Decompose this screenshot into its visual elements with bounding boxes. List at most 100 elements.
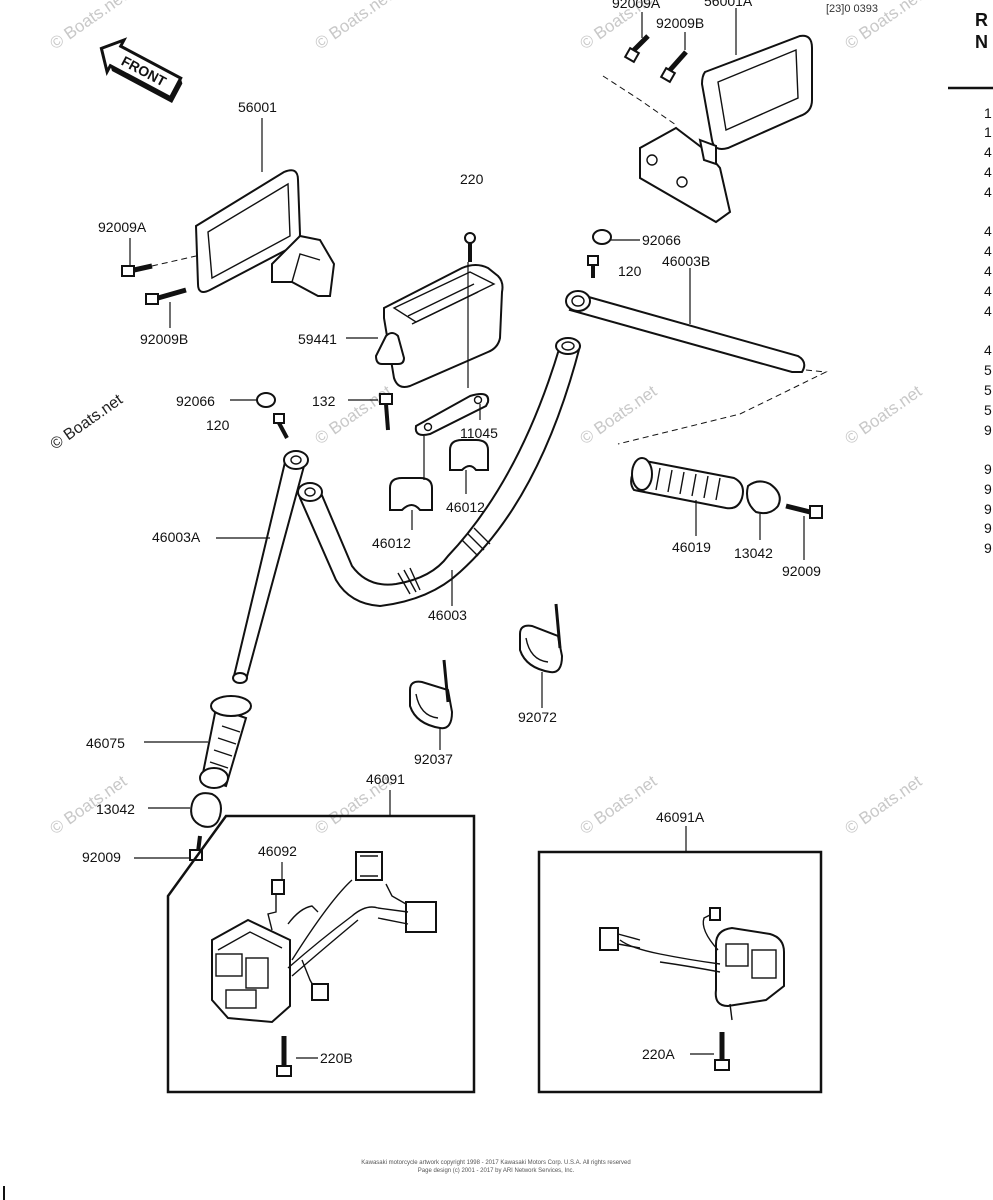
label-220b: 220B: [320, 1050, 353, 1066]
bolt-220[interactable]: [464, 232, 476, 262]
ref-digit: 9: [984, 422, 992, 438]
cable-tie-92037[interactable]: [409, 659, 454, 730]
handlebar-46003b[interactable]: [565, 290, 806, 373]
dashed-guide: [151, 255, 197, 267]
handlebar-cover-59441[interactable]: [374, 264, 504, 388]
front-arrow: FRONT: [99, 37, 183, 103]
label-92009b-top: 92009B: [656, 15, 704, 31]
label-46003b: 46003B: [662, 253, 710, 269]
label-92009a-top: 92009A: [612, 0, 661, 11]
knurl-mark: [397, 567, 421, 595]
handlebar-46003[interactable]: [297, 337, 582, 608]
dashed-guide: [602, 75, 677, 126]
grip-46075[interactable]: [199, 695, 252, 789]
switch-housing-46091[interactable]: [211, 851, 437, 1024]
handlebar-46003a[interactable]: [232, 450, 309, 684]
label-11045: 11045: [460, 425, 498, 441]
label-46012-left: 46012: [372, 535, 411, 551]
label-92066-right: 92066: [642, 232, 681, 248]
watermark: © Boats.net: [311, 381, 395, 448]
diagram-code: [23]0 0393: [826, 3, 878, 15]
ref-header-line: R: [975, 10, 988, 30]
holder-46012-right[interactable]: [449, 439, 489, 471]
bolt-92009a-top[interactable]: [623, 34, 650, 64]
bolt-220b[interactable]: [276, 1036, 292, 1077]
label-120-left: 120: [206, 417, 230, 433]
ref-digit: 9: [984, 540, 992, 556]
label-59441: 59441: [298, 331, 337, 347]
label-56001a: 56001A: [704, 0, 753, 9]
label-220a: 220A: [642, 1046, 675, 1062]
mirror-left[interactable]: [194, 169, 336, 297]
cap-92066-right[interactable]: [592, 229, 612, 245]
watermark: © Boats.net: [576, 381, 660, 448]
watermark: © Boats.net: [841, 381, 925, 448]
bolt-132[interactable]: [379, 393, 393, 431]
label-120-right: 120: [618, 263, 642, 279]
ref-digit: 5: [984, 382, 992, 398]
bolt-120-left[interactable]: [273, 413, 289, 439]
switch-box-frame: [166, 814, 476, 1094]
ref-digit: 5: [984, 362, 992, 378]
bolt-92009a-left[interactable]: [121, 263, 153, 277]
label-13042-left: 13042: [96, 801, 135, 817]
label-220: 220: [460, 171, 484, 187]
plate-11045[interactable]: [414, 393, 490, 436]
grip-46019[interactable]: [630, 457, 744, 510]
cable-tie-92072[interactable]: [519, 603, 564, 674]
watermark: © Boats.net: [311, 0, 395, 53]
ref-digit: 1: [984, 105, 992, 121]
dashed-guide: [617, 369, 828, 445]
label-132: 132: [312, 393, 336, 409]
watermark: © Boats.net: [48, 391, 127, 453]
label-46019: 46019: [672, 539, 711, 555]
watermark: © Boats.net: [576, 771, 660, 838]
holder-46012-left[interactable]: [389, 477, 433, 511]
ref-digit: 9: [984, 481, 992, 497]
label-46012-right: 46012: [446, 499, 485, 515]
bolt-120-right[interactable]: [587, 255, 599, 278]
ref-digit: 9: [984, 520, 992, 536]
label-13042-right: 13042: [734, 545, 773, 561]
knurl-mark: [461, 527, 491, 557]
bolt-220a[interactable]: [714, 1032, 730, 1071]
label-46091a: 46091A: [656, 809, 705, 825]
label-46091: 46091: [366, 771, 405, 787]
footer-page-design: Page design (c) 2001 - 2017 by ARI Netwo…: [418, 1168, 575, 1174]
ref-digit: 4: [984, 223, 992, 239]
ref-digit: 5: [984, 402, 992, 418]
ref-digit: 4: [984, 303, 992, 319]
mirror-right[interactable]: [639, 34, 813, 224]
ref-digit: 4: [984, 164, 992, 180]
ref-digit: 4: [984, 342, 992, 358]
label-92009b-left: 92009B: [140, 331, 188, 347]
label-46003a: 46003A: [152, 529, 201, 545]
ref-digit: 9: [984, 501, 992, 517]
reference-column: R N 1 1 4 4 4 4 4 4 4 4 4 5 5 5 9 9 9 9 …: [948, 10, 993, 556]
grip-end-13042-left[interactable]: [190, 792, 222, 828]
ref-digit: 4: [984, 184, 992, 200]
label-92009-left: 92009: [82, 849, 121, 865]
ref-digit: 4: [984, 243, 992, 259]
bolt-92009-right[interactable]: [785, 503, 823, 519]
bolt-92009b-left[interactable]: [145, 287, 187, 305]
bolt-92009b-top[interactable]: [659, 50, 688, 84]
label-46003: 46003: [428, 607, 467, 623]
switch-box-a-frame: [537, 850, 823, 1094]
ref-digit: 4: [984, 263, 992, 279]
cap-92066-left[interactable]: [256, 392, 276, 408]
bolt-92009-left[interactable]: [189, 835, 203, 861]
part-labels: 92009A 56001A 92009B 56001 220 92009A 92…: [82, 0, 821, 1066]
label-46075: 46075: [86, 735, 125, 751]
label-92072: 92072: [518, 709, 557, 725]
switch-housing-46091a[interactable]: [599, 907, 785, 1021]
ref-digit: 4: [984, 144, 992, 160]
label-92066-left: 92066: [176, 393, 215, 409]
ref-digit: 1: [984, 124, 992, 140]
watermark-layer: © Boats.net © Boats.net © Boats.net © Bo…: [46, 0, 925, 838]
grip-end-13042-right[interactable]: [746, 480, 781, 515]
ref-digit: 9: [984, 461, 992, 477]
label-92009a-left: 92009A: [98, 219, 147, 235]
ref-header-line: N: [975, 32, 988, 52]
